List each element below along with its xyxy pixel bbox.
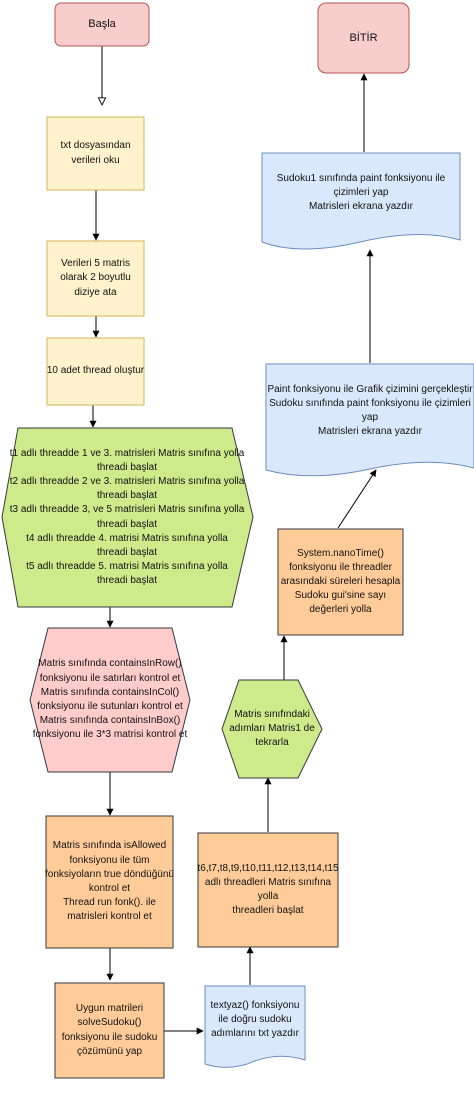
repeat-label: Matris sınıfındaki adımları Matris1 de t… — [229, 708, 315, 749]
read-file-box — [46, 116, 145, 191]
nanotime-label: System.nanoTime() fonksiyonu ile threadl… — [280, 547, 401, 616]
repeat-hexagon — [221, 679, 323, 779]
end-label: BİTİR — [349, 31, 378, 44]
textyaz-document — [204, 985, 306, 1068]
end-terminal — [317, 2, 410, 74]
solve-label: Uygun matrileri solveSudoku() fonksiyonu… — [61, 1003, 158, 1057]
paint-sudoku1-label: Sudoku1 sınıfında paint fonksiyonu ile ç… — [276, 172, 446, 213]
paint-grafik-label: Paint fonksiyonu ile Grafik çizimini ger… — [267, 383, 473, 438]
start-threads-label: t1 adlı threadde 1 ve 3. matrisleri Matr… — [9, 447, 245, 587]
start-label: Başla — [88, 18, 116, 31]
create-threads-label: 10 adet thread oluştur — [46, 365, 145, 377]
is-allowed-label: Matris sınıfında isAllowed fonksiyonu il… — [45, 840, 174, 923]
read-file-label: txt dosyasından verileri oku — [60, 140, 131, 166]
textyaz-label: textyaz() fonksiyonu ile doğru sudoku ad… — [210, 999, 300, 1040]
paint-sudoku1-document — [261, 152, 461, 250]
is-allowed-box — [45, 815, 174, 949]
threads2-label: t6,t7,t8,t9,t10,t11,t12,t13,t14,t15 adlı… — [197, 862, 339, 917]
start-threads-hexagon — [1, 427, 254, 608]
create-threads-box — [46, 337, 145, 406]
solve-box — [54, 982, 165, 1079]
check-matrix-label: Matris sınıfında containsInRow() fonksiy… — [32, 658, 188, 741]
assign-data-label: Verileri 5 matris olarak 2 boyutlu diziy… — [60, 258, 131, 298]
assign-data-box — [46, 240, 145, 317]
arrow-nanotime-to-paint — [337, 469, 377, 529]
threads2-box — [197, 832, 339, 948]
check-matrix-hexagon — [29, 627, 191, 773]
start-terminal — [54, 2, 150, 47]
paint-grafik-document — [265, 363, 474, 477]
nanotime-box — [277, 528, 404, 636]
